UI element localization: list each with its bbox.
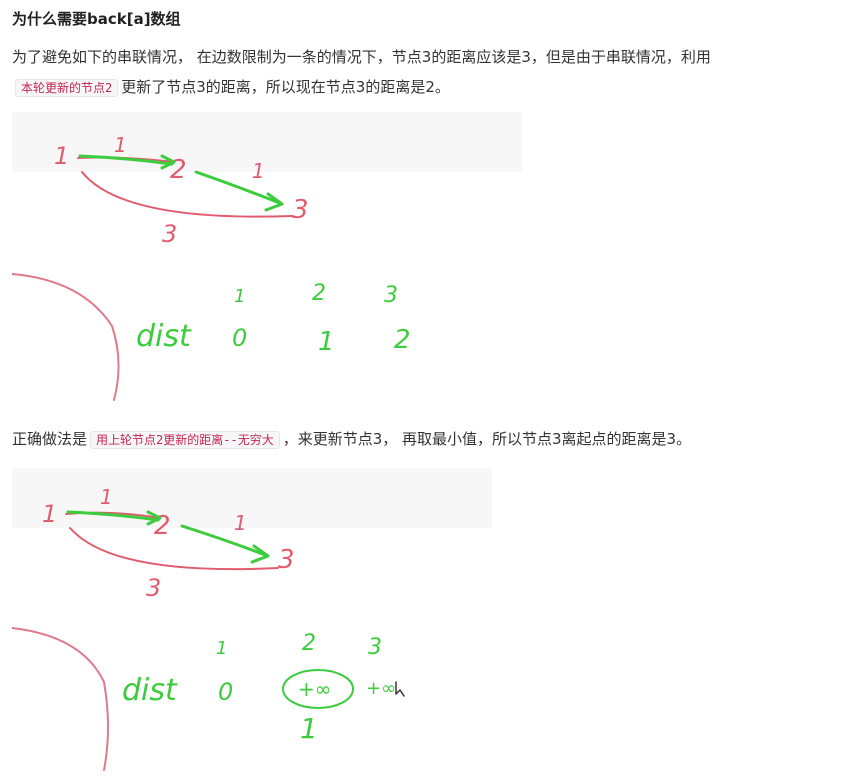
fig1-arrowhead-2 bbox=[160, 154, 176, 170]
fig1-index-2: 2 bbox=[312, 281, 326, 306]
fig1-arrowhead-3 bbox=[264, 192, 284, 212]
fig1-dist-label: dist bbox=[136, 319, 192, 354]
fig2-dist-label: dist bbox=[122, 673, 178, 708]
fig1-dist-value-2: 1 bbox=[318, 327, 335, 357]
fig2-node-1: 1 bbox=[42, 500, 57, 528]
paragraph2-text-after: ，来更新节点3， 再取最小值，所以节点3离起点的距离是3。 bbox=[282, 430, 692, 448]
fig2-arrowhead-2 bbox=[146, 510, 162, 526]
paragraph2-text-before: 正确做法是 bbox=[12, 430, 88, 448]
fig2-circle-highlight bbox=[282, 669, 354, 709]
fig2-table-bracket bbox=[12, 627, 109, 771]
fig2-edge-red-1-3 bbox=[69, 527, 279, 571]
fig2-weight-2-3: 1 bbox=[234, 511, 247, 535]
fig1-edge-green-1-2 bbox=[78, 154, 174, 166]
fig1-index-1: 1 bbox=[234, 286, 245, 307]
fig1-edge-green-2-3 bbox=[194, 170, 284, 206]
paragraph1-text-before: 为了避免如下的串联情况， 在边数限制为一条的情况下，节点3的距离应该是3，但是由… bbox=[12, 48, 711, 66]
fig2-dist-value-1: 0 bbox=[218, 678, 233, 706]
fig2-index-2: 2 bbox=[302, 631, 316, 656]
paragraph-chain-explanation: 为了避免如下的串联情况， 在边数限制为一条的情况下，节点3的距离应该是3，但是由… bbox=[12, 42, 711, 103]
fig2-arrowhead-3 bbox=[250, 544, 270, 564]
fig2-dist-value-2: +∞ bbox=[298, 677, 331, 701]
paragraph-correct-method: 正确做法是用上轮节点2更新的距离--无穷大，来更新节点3， 再取最小值，所以节点… bbox=[12, 424, 691, 455]
fig1-weight-1-3: 3 bbox=[162, 220, 177, 248]
fig2-node-3: 3 bbox=[278, 545, 295, 575]
figure-correct-update: 1 2 3 1 1 3 1 2 3 dist 0 +∞ +∞ 1 bbox=[12, 468, 492, 771]
fig1-index-3: 3 bbox=[384, 283, 398, 308]
fig2-update-value: 1 bbox=[300, 712, 318, 745]
fig2-dist-value-3: +∞ bbox=[366, 678, 396, 699]
fig1-dist-value-3: 2 bbox=[394, 325, 411, 355]
fig1-table-bracket bbox=[12, 273, 120, 401]
fig1-node-3: 3 bbox=[292, 195, 309, 225]
figure-chained-update: 1 2 3 1 1 3 1 2 3 dist 0 1 2 bbox=[12, 112, 522, 401]
fig1-node-1: 1 bbox=[54, 142, 69, 170]
fig2-weight-1-3: 3 bbox=[146, 574, 161, 602]
figure2-bg-band bbox=[12, 468, 492, 528]
fig2-edge-green-1-2 bbox=[66, 510, 160, 522]
inline-code-updated-node: 本轮更新的节点2 bbox=[15, 79, 119, 97]
fig2-index-1: 1 bbox=[216, 638, 227, 659]
fig1-dist-value-1: 0 bbox=[232, 324, 247, 352]
fig1-weight-2-3: 1 bbox=[252, 159, 265, 183]
fig2-index-3: 3 bbox=[368, 635, 382, 660]
inline-code-previous-distance: 用上轮节点2更新的距离--无穷大 bbox=[90, 431, 280, 449]
fig2-weight-1-2: 1 bbox=[100, 485, 113, 509]
fig1-node-2: 2 bbox=[170, 155, 187, 185]
fig1-weight-1-2: 1 bbox=[114, 133, 127, 157]
fig2-edge-green-2-3 bbox=[180, 524, 270, 558]
section-heading: 为什么需要back[a]数组 bbox=[12, 10, 181, 28]
fig1-edge-red-1-3 bbox=[81, 171, 293, 218]
cursor-pointer-icon bbox=[395, 681, 405, 697]
paragraph1-text-after: 更新了节点3的距离，所以现在节点3的距离是2。 bbox=[121, 78, 450, 96]
figure1-bg-band bbox=[12, 112, 522, 172]
